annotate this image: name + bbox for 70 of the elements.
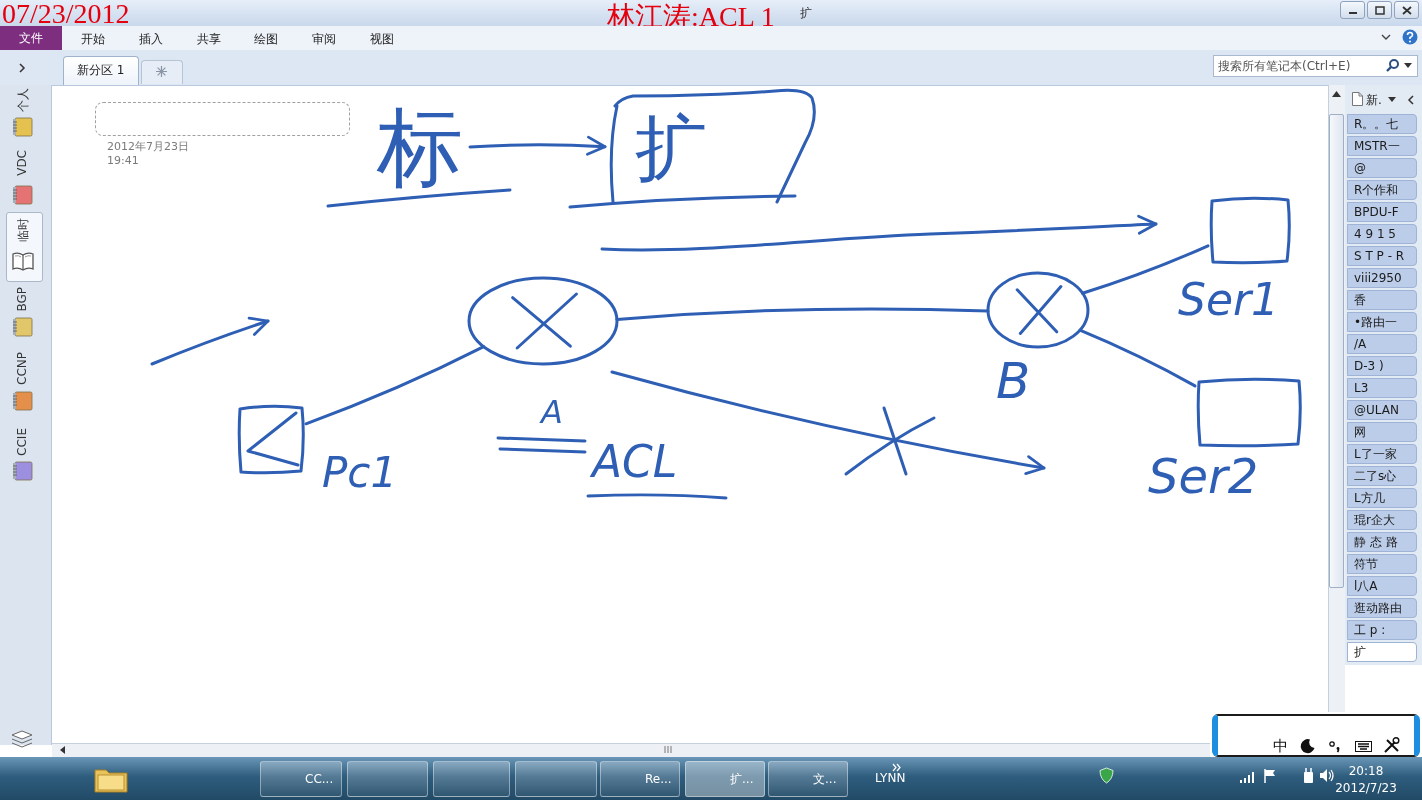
router-symbol (986, 271, 1090, 349)
taskbar-button: 扩... (685, 761, 765, 797)
taskbar-button: CC... (260, 761, 342, 797)
page-tab: D-3 ) (1347, 356, 1417, 376)
page-tab: @ (1347, 158, 1417, 178)
arrow (468, 135, 607, 156)
connector-line (1078, 328, 1197, 388)
page-tab: 二了s心 (1347, 466, 1417, 486)
tab-label: 开始 (81, 31, 105, 47)
notebook-name: CCIE (15, 428, 29, 456)
connector-line (615, 307, 990, 321)
tab-label: 共享 (197, 31, 221, 47)
page-tab: viii2950 (1347, 268, 1417, 288)
sketch-box (236, 403, 306, 475)
input-mode-label: 中 (1273, 737, 1288, 756)
window-title: 扩 (800, 5, 812, 22)
page-tab: R个作和 (1347, 180, 1417, 200)
notebook-name: BGP (15, 287, 29, 312)
sketch-box (1195, 376, 1303, 448)
handwritten-label: Ser2 (1148, 452, 1259, 500)
clock-time: 20:18 (1347, 764, 1385, 778)
page-tab: /A (1347, 334, 1417, 354)
taskbar-button: 文... (768, 761, 848, 797)
tab-label: 审阅 (312, 31, 336, 47)
notebook-name: 个人 (15, 88, 31, 112)
sketch-box (1208, 195, 1292, 265)
page-tab: l八A (1347, 576, 1417, 596)
file-tab: 文件 (0, 26, 62, 50)
handwritten-label: Ser1 (1178, 278, 1280, 322)
page-tab: 逛动路由 (1347, 598, 1417, 618)
page-tab: 符节 (1347, 554, 1417, 574)
notebook-name: CCNP (15, 352, 29, 385)
handwritten-text: 扩 (635, 112, 707, 184)
notebook-name: 临时 (15, 218, 31, 242)
page-tab: 香 (1347, 290, 1417, 310)
page-tab: 琨r企大 (1347, 510, 1417, 530)
handwritten-label: B (996, 356, 1031, 406)
page-tab: •路由一 (1347, 312, 1417, 332)
page-tab: 静 态 路 (1347, 532, 1417, 552)
tab-label: 视图 (370, 31, 394, 47)
search-field: 搜索所有笔记本(Ctrl+E) (1213, 55, 1418, 77)
connector-line (1081, 244, 1210, 295)
page-tab: @ULAN (1347, 400, 1417, 420)
tab-label: 插入 (139, 31, 163, 47)
page-tab: L3 (1347, 378, 1417, 398)
page-tab: 网 (1347, 422, 1417, 442)
connector-line (304, 345, 486, 426)
page-tab: BPDU-F (1347, 202, 1417, 222)
tab-label: 绘图 (254, 31, 278, 47)
page-tab: 扩 (1347, 642, 1417, 662)
page-date: 2012年7月23日 (107, 139, 189, 154)
handwritten-text: 标 (370, 97, 470, 197)
router-symbol (467, 276, 619, 366)
section-tab: 新分区 1 (63, 56, 139, 85)
page-tab: 工 p : (1347, 620, 1417, 640)
page-tab: 4 9 1 5 (1347, 224, 1417, 244)
page-time: 19:41 (107, 154, 139, 167)
toolbar-label: LYNN (875, 771, 906, 785)
handwritten-label: ACL (592, 440, 678, 484)
handwritten-label: Pc1 (322, 452, 398, 494)
taskbar-button: Re... (600, 761, 680, 797)
page-tab: L了一家 (1347, 444, 1417, 464)
page-tab: R。。七 (1347, 114, 1417, 134)
notebook-name: VDC (15, 150, 29, 176)
page-tab: L方几 (1347, 488, 1417, 508)
new-page-label: 新. (1366, 92, 1382, 108)
handwritten-label: A (541, 396, 563, 428)
clock-date: 2012/7/23 (1334, 781, 1398, 795)
page-tab: S T P - R (1347, 246, 1417, 266)
page-tab: MSTR一 (1347, 136, 1417, 156)
